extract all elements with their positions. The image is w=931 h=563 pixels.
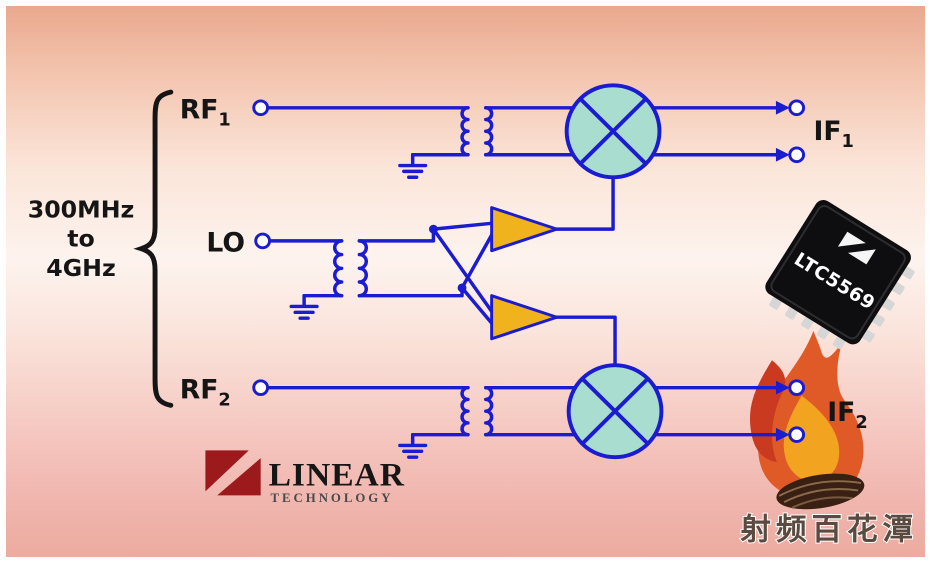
rf1-balun-primary-coil <box>460 106 470 157</box>
if1-terminal-minus <box>788 146 806 164</box>
lo-junction-dot-2 <box>457 283 467 293</box>
watermark: 射频百花潭 <box>739 330 918 548</box>
lt-logo-icon <box>205 450 261 496</box>
lo-input-wire <box>267 239 344 298</box>
vendor-logo-subname: TECHNOLOGY <box>271 491 394 505</box>
if1-label: IF1 <box>813 116 853 152</box>
if2-label: IF2 <box>827 397 867 433</box>
frequency-label-line2: to <box>67 225 95 253</box>
if1-arrow-bottom <box>775 147 790 162</box>
rf2-label: RF2 <box>180 375 231 411</box>
watermark-seed <box>776 473 865 510</box>
rf1-terminal <box>252 99 270 117</box>
rf1-balun-secondary-coil <box>484 106 494 157</box>
rf1-input-wire <box>265 106 576 157</box>
lo-distribution-wires <box>357 221 494 325</box>
chip-lt-logo-icon <box>837 231 876 265</box>
block-diagram: 射频百花潭 <box>28 83 918 548</box>
rf2-balun-secondary-coil <box>484 385 494 437</box>
amp-output-wires <box>555 175 617 367</box>
rf2-ground <box>398 432 428 459</box>
chip-package: LTC5569 <box>765 200 915 350</box>
mixer-2-x <box>580 376 650 446</box>
range-brace <box>133 89 174 408</box>
if1-arrow-top <box>775 100 790 115</box>
mixer2-output-wires <box>652 385 778 437</box>
watermark-text: 射频百花潭 <box>740 512 918 547</box>
rf2-input-wire <box>265 385 577 437</box>
rf1-label: RF1 <box>180 95 231 131</box>
lo-amplifier-1 <box>490 206 559 253</box>
rf1-ground <box>398 153 428 179</box>
lo-balun-primary-coil <box>333 239 344 298</box>
rf2-terminal <box>252 379 270 397</box>
vendor-logo-name: LINEAR <box>269 457 405 494</box>
lo-terminal <box>254 232 272 250</box>
lo-balun-secondary-coil <box>357 239 369 298</box>
lo-amplifier-2 <box>490 294 559 341</box>
watermark-flame-inner <box>783 395 840 482</box>
rf2-balun-primary-coil <box>460 385 470 437</box>
frequency-label-line1: 300MHz <box>28 195 135 223</box>
if2-arrow-bottom <box>775 427 790 442</box>
lo-junction-dot-1 <box>428 224 438 234</box>
if1-terminal-plus <box>788 99 806 117</box>
mixer1-output-wires <box>651 106 778 157</box>
lo-label: LO <box>206 228 245 259</box>
schematic-wiring <box>252 83 806 460</box>
lo-ground <box>289 293 319 320</box>
chip-body-bevel <box>770 205 906 340</box>
if2-arrow-top <box>775 380 790 395</box>
if2-terminal-plus <box>788 379 806 397</box>
if2-terminal-minus <box>788 426 806 443</box>
frequency-label-line3: 4GHz <box>46 254 116 282</box>
mixer-1-x <box>578 97 648 166</box>
vendor-logo: LINEAR TECHNOLOGY <box>205 450 405 505</box>
